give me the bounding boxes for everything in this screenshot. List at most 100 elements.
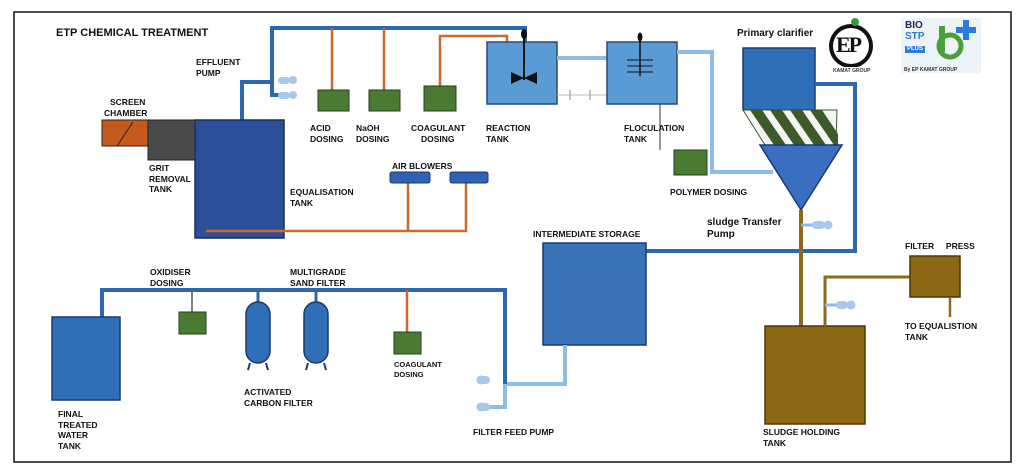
label-line: DOSING — [310, 133, 344, 144]
grit-removal-tank — [147, 119, 196, 161]
label-filter-feed-pump: FILTER FEED PUMP — [473, 427, 555, 437]
label-line: TO EQUALISTION — [905, 321, 978, 331]
air-blower-1 — [389, 171, 431, 184]
label-multigrade-filter: MULTIGRADE SAND FILTER — [290, 267, 346, 288]
ep-kamat-logo — [829, 18, 874, 77]
sludge-holding-tank — [764, 325, 866, 425]
label-line: OXIDISER — [150, 267, 191, 277]
label-line: COAGULANT — [394, 360, 442, 369]
label-line: TANK — [763, 437, 786, 448]
label-equalisation-tank: EQUALISATION TANK — [290, 187, 354, 208]
pipe-reaction-to-floc — [557, 56, 607, 100]
pipe-filtration-line — [100, 288, 507, 384]
equalisation-tank — [194, 119, 285, 239]
label-line: ACTIVATED — [244, 387, 292, 397]
label-line: WATER — [58, 430, 89, 440]
agitator-icon — [511, 29, 537, 84]
label-sludge-holding-tank: SLUDGE HOLDING TANK — [763, 427, 840, 448]
label-line: SCREEN — [110, 97, 146, 107]
label-line: REMOVAL — [149, 173, 191, 184]
ep-logo-sub: KAMAT GROUP — [833, 68, 871, 74]
reaction-tank — [486, 41, 558, 105]
naoh-dosing-tank — [368, 89, 401, 112]
label-line: EFFLUENT — [196, 57, 241, 67]
label-line: DOSING — [421, 133, 455, 144]
label-line: PUMP — [196, 67, 221, 78]
label-line: NaOH — [356, 123, 380, 133]
label-final-treated-water: FINAL TREATED WATER TANK — [58, 409, 98, 451]
label-line: ACID — [310, 123, 331, 133]
label-line: SAND FILTER — [290, 277, 346, 288]
label-line: TANK — [58, 440, 81, 451]
label-line: TREATED — [58, 419, 98, 430]
flocculation-tank — [606, 41, 678, 105]
label-line: DOSING — [356, 133, 390, 144]
dosing-pipes-top — [330, 28, 509, 90]
label-line: TANK — [624, 133, 647, 144]
label-line: TANK — [486, 133, 509, 144]
label-intermediate-storage: INTERMEDIATE STORAGE — [533, 229, 641, 239]
filter-press — [909, 255, 961, 298]
diagram-border — [13, 11, 1012, 463]
label-activated-carbon: ACTIVATED CARBON FILTER — [244, 387, 313, 408]
final-treated-water-tank — [51, 316, 121, 401]
polymer-dosing-tank — [673, 149, 708, 176]
label-primary-clarifier: Primary clarifier — [737, 28, 814, 39]
bio-logo-line: STP — [905, 31, 925, 42]
label-line: GRIT — [149, 163, 170, 173]
effluent-pump-icon — [278, 76, 297, 99]
clarifier-settling-tubes — [742, 109, 838, 146]
label-grit-removal: GRIT REMOVAL TANK — [149, 163, 191, 195]
label-line: CHAMBER — [104, 107, 148, 118]
label-line: COAGULANT — [411, 123, 466, 133]
label-coagulant-dosing-bottom: COAGULANT DOSING — [394, 360, 442, 380]
label-line: sludge Transfer — [707, 217, 782, 228]
activated-carbon-filter — [245, 290, 271, 371]
diagram-title: ETP CHEMICAL TREATMENT — [56, 27, 209, 39]
label-line: Pump — [707, 229, 735, 240]
intermediate-storage-tank — [542, 242, 647, 346]
coagulant-dosing-tank-top — [423, 85, 457, 112]
clarifier-cone — [758, 144, 844, 212]
pipe-floc-to-clarifier — [677, 50, 773, 174]
oxidiser-dosing-tank — [178, 311, 207, 335]
bio-stp-logo — [901, 18, 981, 73]
pipe-storage-to-feed-pump — [505, 345, 567, 386]
bio-logo-plus: PLUS — [905, 46, 926, 53]
label-oxidiser-dosing: OXIDISER DOSING — [150, 267, 191, 288]
label-floculation-tank: FLOCULATION TANK — [624, 123, 684, 144]
label-line: TANK — [149, 184, 172, 194]
filter-feed-pump-icon — [476, 375, 490, 412]
label-coagulant-dosing-top: COAGULANT DOSING — [411, 123, 465, 144]
bio-logo-sub: By EP KAMAT GROUP — [904, 67, 958, 73]
sludge-pump-icon — [825, 300, 856, 310]
label-air-blowers: AIR BLOWERS — [392, 161, 453, 171]
ep-logo-text: EP — [836, 32, 862, 57]
label-line: FLOCULATION — [624, 123, 685, 133]
label-line: SLUDGE HOLDING — [763, 427, 840, 437]
label-effluent-pump: EFFLUENT PUMP — [196, 57, 240, 78]
acid-dosing-tank — [317, 89, 350, 112]
label-to-equalisation: TO EQUALISTION TANK — [905, 321, 977, 342]
label-line: TANK — [290, 197, 313, 208]
flocculator-icon — [627, 32, 653, 76]
label-line: EQUALISATION — [290, 187, 354, 197]
label-acid-dosing: ACID DOSING — [310, 123, 344, 144]
air-blower-2 — [449, 171, 489, 184]
label-line: DOSING — [150, 277, 184, 288]
label-line: FINAL — [58, 409, 84, 419]
label-screen-chamber: SCREEN CHAMBER — [104, 97, 147, 118]
sludge-transfer-pump-icon — [801, 220, 833, 230]
label-line: DOSING — [394, 370, 424, 379]
bio-logo-line: BIO — [905, 20, 923, 31]
air-blower-pipes — [206, 183, 468, 233]
bio-logo-text: BIO STP PLUS — [905, 20, 926, 53]
label-line: TANK — [905, 331, 928, 342]
label-filter-press: FILTER PRESS — [905, 241, 975, 251]
pipe-feed-pump-return — [483, 384, 507, 409]
label-line: MULTIGRADE — [290, 267, 347, 277]
coagulant-dosing-tank-bottom — [393, 331, 422, 355]
pipe-clarifier-to-storage — [646, 82, 857, 253]
label-sludge-transfer-pump: sludge Transfer Pump — [707, 217, 781, 241]
